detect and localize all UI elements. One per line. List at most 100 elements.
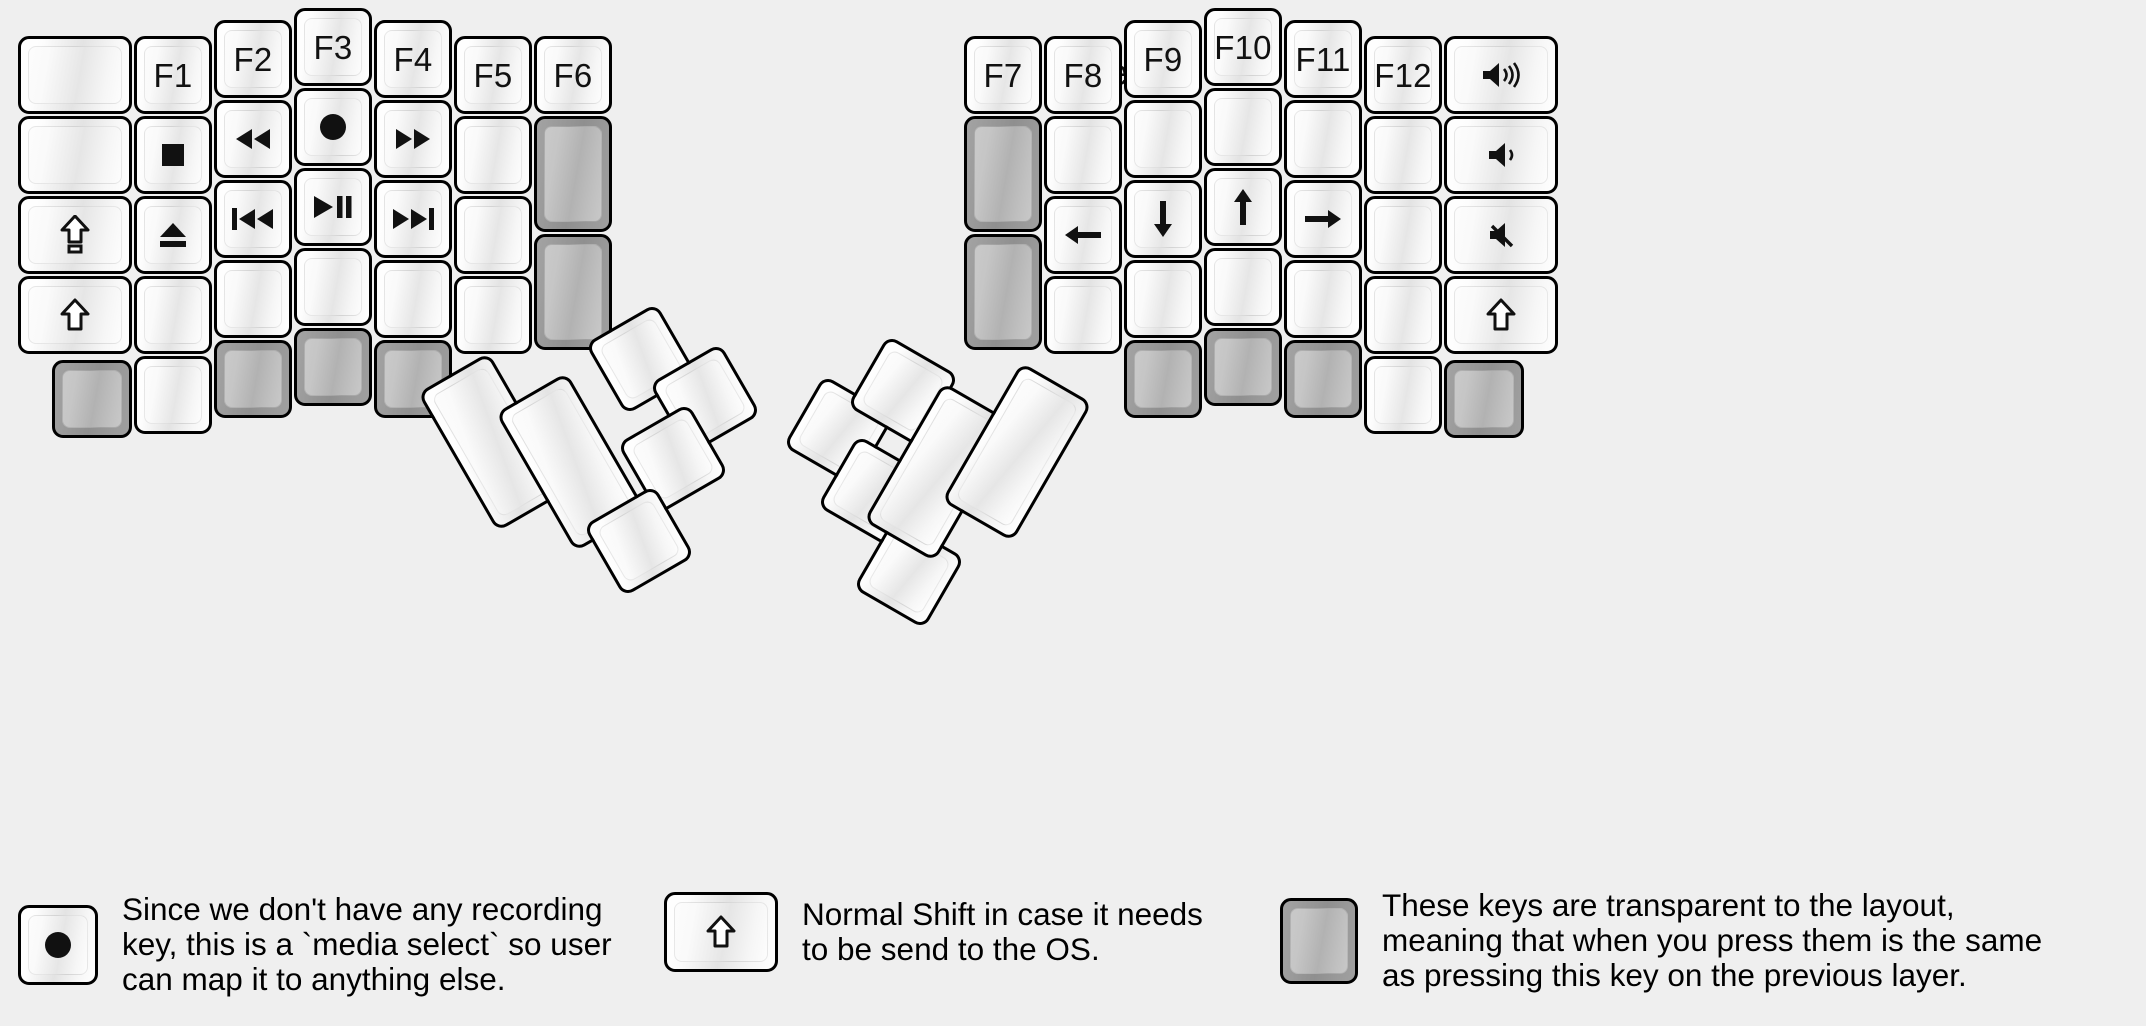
left-col-pinky-outer-thumbkey-key-0[interactable] (52, 360, 132, 438)
keycap-label: F11 (1295, 40, 1351, 78)
right-col-pinky-outer-r-key-3[interactable] (1364, 276, 1442, 354)
legend-transparent-swatch (1280, 897, 1358, 984)
keycap-label: F8 (1063, 56, 1103, 94)
right-col-middle-r-key-4[interactable] (1124, 340, 1202, 418)
right-col-far-right-key-0[interactable] (1444, 36, 1558, 114)
right-col-pinky-r-key-3[interactable] (1284, 260, 1362, 338)
keycap-label: F9 (1143, 40, 1183, 78)
keycap-label: F7 (983, 56, 1023, 94)
keycap-label: F10 (1214, 28, 1272, 66)
right-col-index-r-key-0[interactable]: F8 (1044, 36, 1122, 114)
left-col-pinky-key-4[interactable] (134, 356, 212, 434)
media-play-pause-icon (313, 194, 353, 220)
left-col-inner-extra-key-1[interactable] (534, 116, 612, 232)
right-col-index-inner-r-key-0[interactable]: F7 (964, 36, 1042, 114)
left-col-middle-key-2[interactable] (294, 168, 372, 246)
volume-up-icon (1481, 60, 1521, 90)
right-col-ring-r-key-3[interactable] (1204, 248, 1282, 326)
media-stop-icon (160, 142, 186, 168)
keycap-label: F2 (233, 40, 273, 78)
left-col-pinky-key-0[interactable]: F1 (134, 36, 212, 114)
right-col-ring-r-key-0[interactable]: F10 (1204, 8, 1282, 86)
keycap-label: F4 (393, 40, 433, 78)
volume-down-icon (1487, 140, 1515, 170)
shift-icon (60, 298, 90, 332)
keycap-label: F5 (473, 56, 513, 94)
shift-icon (1486, 298, 1516, 332)
right-col-middle-r-key-1[interactable] (1124, 100, 1202, 178)
left-col-index-key-2[interactable] (374, 180, 452, 258)
left-col-pinky-outer-key-3[interactable] (18, 276, 132, 354)
left-col-index-key-1[interactable] (374, 100, 452, 178)
arrow-down-icon (1151, 199, 1175, 239)
right-col-index-r-key-1[interactable] (1044, 116, 1122, 194)
left-col-middle-key-3[interactable] (294, 248, 372, 326)
legend-media-select-swatch (18, 904, 98, 985)
right-col-pinky-outer-r-key-2[interactable] (1364, 196, 1442, 274)
left-col-middle-key-4[interactable] (294, 328, 372, 406)
left-col-index-inner-key-1[interactable] (454, 116, 532, 194)
right-col-index-r-key-2[interactable] (1044, 196, 1122, 274)
legend-normal-shift-swatch (664, 892, 778, 972)
left-col-pinky-key-3[interactable] (134, 276, 212, 354)
left-col-index-key-0[interactable]: F4 (374, 20, 452, 98)
left-col-ring-inner-key-2[interactable] (214, 180, 292, 258)
legend-transparent: These keys are transparent to the layout… (1280, 888, 2042, 993)
right-col-pinky-r-key-0[interactable]: F11 (1284, 20, 1362, 98)
arrow-up-icon (1231, 187, 1255, 227)
legend-normal-shift-text: Normal Shift in case it needs to be send… (802, 896, 1203, 967)
right-col-far-right-key-2[interactable] (1444, 196, 1558, 274)
right-col-pinky-outer-r-key-4[interactable] (1364, 356, 1442, 434)
arrow-left-icon (1063, 223, 1103, 247)
volume-mute-icon (1486, 220, 1516, 250)
right-col-ring-r-key-2[interactable] (1204, 168, 1282, 246)
right-col-pinky-outer-r-key-1[interactable] (1364, 116, 1442, 194)
right-col-ring-r-key-1[interactable] (1204, 88, 1282, 166)
legend-media-select-text: Since we don't have any recording key, t… (122, 891, 612, 997)
media-record-icon (318, 112, 348, 142)
left-col-ring-inner-key-3[interactable] (214, 260, 292, 338)
left-col-inner-extra-key-0[interactable]: F6 (534, 36, 612, 114)
arrow-right-icon (1303, 207, 1343, 231)
right-col-middle-r-key-2[interactable] (1124, 180, 1202, 258)
media-rewind-icon (234, 127, 272, 151)
right-col-ring-r-key-4[interactable] (1204, 328, 1282, 406)
media-prev-track-icon (232, 207, 274, 231)
right-col-far-right-thumbkey-key-0[interactable] (1444, 360, 1524, 438)
left-col-index-key-3[interactable] (374, 260, 452, 338)
left-col-ring-inner-key-0[interactable]: F2 (214, 20, 292, 98)
keycap-label: F3 (313, 28, 353, 66)
left-col-index-inner-key-0[interactable]: F5 (454, 36, 532, 114)
left-col-ring-inner-key-4[interactable] (214, 340, 292, 418)
right-col-pinky-r-key-4[interactable] (1284, 340, 1362, 418)
left-col-pinky-outer-key-0[interactable] (18, 36, 132, 114)
keycap-label: F12 (1374, 56, 1432, 94)
right-col-pinky-r-key-1[interactable] (1284, 100, 1362, 178)
left-col-ring-inner-key-1[interactable] (214, 100, 292, 178)
right-col-pinky-outer-r-key-0[interactable]: F12 (1364, 36, 1442, 114)
legend-media-select: Since we don't have any recording key, t… (18, 892, 612, 997)
left-col-pinky-key-1[interactable] (134, 116, 212, 194)
left-col-pinky-key-2[interactable] (134, 196, 212, 274)
media-record-icon (43, 930, 73, 960)
left-col-middle-key-1[interactable] (294, 88, 372, 166)
right-col-index-inner-r-key-2[interactable] (964, 234, 1042, 350)
right-col-index-r-key-3[interactable] (1044, 276, 1122, 354)
media-fastforward-icon (394, 127, 432, 151)
shift-icon (706, 915, 736, 949)
media-next-track-icon (392, 207, 434, 231)
left-col-pinky-outer-key-1[interactable] (18, 116, 132, 194)
left-col-inner-extra-key-2[interactable] (534, 234, 612, 350)
right-col-far-right-key-1[interactable] (1444, 116, 1558, 194)
right-col-middle-r-key-3[interactable] (1124, 260, 1202, 338)
right-col-middle-r-key-0[interactable]: F9 (1124, 20, 1202, 98)
legend-normal-shift: Normal Shift in case it needs to be send… (664, 892, 1203, 972)
left-col-pinky-outer-key-2[interactable] (18, 196, 132, 274)
left-col-index-inner-key-3[interactable] (454, 276, 532, 354)
right-col-far-right-key-3[interactable] (1444, 276, 1558, 354)
right-col-pinky-r-key-2[interactable] (1284, 180, 1362, 258)
right-col-index-inner-r-key-1[interactable] (964, 116, 1042, 232)
left-col-index-inner-key-2[interactable] (454, 196, 532, 274)
left-col-middle-key-0[interactable]: F3 (294, 8, 372, 86)
